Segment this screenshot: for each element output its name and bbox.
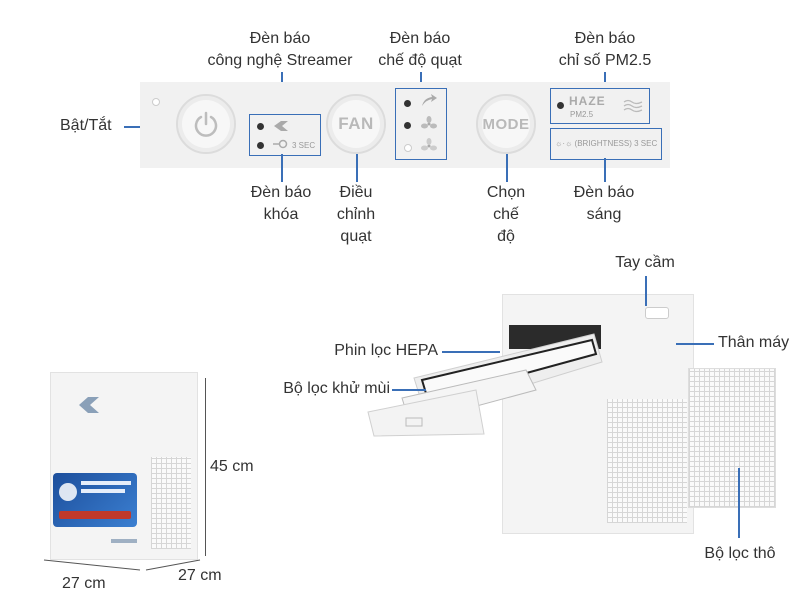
lock-label-line2: khóa (263, 206, 299, 223)
pm25-label-line1: Đèn báo (574, 30, 636, 47)
deodorize-leader (392, 389, 426, 391)
fan-adjust-leader (356, 154, 358, 182)
indicator-light (152, 98, 160, 106)
fan-mode-label-line1: Đèn báo (389, 30, 451, 47)
haze-sub-text: PM2.5 (570, 110, 594, 119)
height-dimension-line (205, 378, 206, 556)
fan-button-label: FAN (338, 114, 374, 133)
mode-select-label: Chọn chế độ (466, 182, 546, 248)
mode-button[interactable]: MODE (476, 94, 536, 154)
handle-label: Tay cầm (615, 254, 675, 271)
brightness-label: Đèn báo sáng (554, 182, 654, 226)
lock-label-line1: Đèn báo (250, 184, 312, 201)
pm25-box: HAZE PM2.5 (550, 88, 650, 124)
key-icon (273, 139, 288, 149)
fan-mode-box (395, 88, 447, 160)
lock-label: Đèn báo khóa (226, 182, 336, 226)
purifier-front-view (50, 372, 198, 560)
control-panel: 3 SEC FAN MODE HAZE PM2.5 (140, 82, 670, 168)
body-label: Thân máy (718, 334, 790, 351)
turbo-arrow-icon (422, 94, 437, 106)
pre-filter-leader (738, 468, 740, 538)
badge-text-bar-2 (81, 489, 125, 493)
brightness-leader (604, 158, 606, 182)
pm25-leader (604, 72, 606, 88)
hepa-leader (442, 351, 500, 353)
streamer-lock-box: 3 SEC (249, 114, 321, 156)
lock-indicator (257, 142, 264, 149)
power-label: Bật/Tắt (60, 117, 112, 134)
product-badge (53, 473, 137, 527)
brightness-label-line1: Đèn báo (573, 184, 635, 201)
body-leader (676, 343, 714, 345)
fan-mode-indicator-3 (404, 144, 412, 152)
mode-leader (506, 154, 508, 182)
brightness-box: ☼·☼ (BRIGHTNESS) 3 SEC (550, 128, 662, 160)
handle-leader (645, 276, 647, 306)
filter-drawer (367, 333, 603, 437)
streamer-indicator (257, 123, 264, 130)
streamer-label-line1: Đèn báo (249, 30, 311, 47)
fan-button[interactable]: FAN (326, 94, 386, 154)
pm25-label: Đèn báo chỉ số PM2.5 (530, 28, 680, 72)
fan-adjust-label-line1: Điều (339, 184, 373, 201)
brightness-hint: ☼·☼ (BRIGHTNESS) 3 SEC (555, 139, 658, 148)
fan-mode-indicator-1 (404, 100, 411, 107)
fan-mode-indicator-2 (404, 122, 411, 129)
depth-dimension: 27 cm (178, 567, 222, 584)
fan-adjust-label-line2: chỉnh (336, 206, 376, 223)
fan-adjust-label-line3: quạt (340, 228, 372, 245)
base-dimension-lines (43, 559, 201, 571)
pre-filter-label: Bộ lọc thô (704, 545, 776, 562)
handle-slot (645, 307, 669, 319)
brightness-label-line2: sáng (586, 206, 622, 223)
mode-button-label: MODE (482, 115, 530, 133)
daikin-wordmark (111, 539, 137, 543)
streamer-icon (274, 121, 288, 131)
badge-text-bar-1 (81, 481, 131, 485)
hepa-label: Phin lọc HEPA (334, 342, 438, 359)
fan-icon (421, 116, 437, 129)
streamer-label-line2: công nghệ Streamer (207, 52, 353, 69)
deodorize-label: Bộ lọc khử mùi (283, 380, 390, 397)
fan-auto-icon (421, 138, 437, 151)
power-icon (194, 111, 218, 137)
pm25-indicator (557, 102, 564, 109)
badge-seal-icon (59, 483, 77, 501)
fan-mode-label: Đèn báo chế độ quạt (355, 28, 485, 72)
pre-filter-panel (688, 368, 776, 508)
lock-hint: 3 SEC (292, 141, 316, 150)
mode-select-label-line3: độ (497, 228, 515, 245)
pm25-label-line2: chỉ số PM2.5 (558, 52, 652, 69)
side-grille (151, 457, 191, 549)
haze-text: HAZE (569, 94, 606, 108)
power-button[interactable] (176, 94, 236, 154)
streamer-label: Đèn báo công nghệ Streamer (195, 28, 365, 72)
purifier-body (502, 294, 694, 534)
badge-ribbon (59, 511, 131, 519)
haze-waves-icon (623, 99, 643, 113)
fan-mode-label-line2: chế độ quạt (378, 52, 462, 69)
daikin-logo-icon (79, 397, 99, 413)
height-dimension: 45 cm (210, 458, 254, 475)
fan-adjust-label: Điều chỉnh quạt (316, 182, 396, 248)
width-dimension: 27 cm (62, 575, 106, 592)
lock-leader (281, 154, 283, 182)
mode-select-label-line2: chế (493, 206, 519, 223)
body-grille (607, 399, 687, 523)
mode-select-label-line1: Chọn (486, 184, 526, 201)
fan-mode-leader (420, 72, 422, 88)
